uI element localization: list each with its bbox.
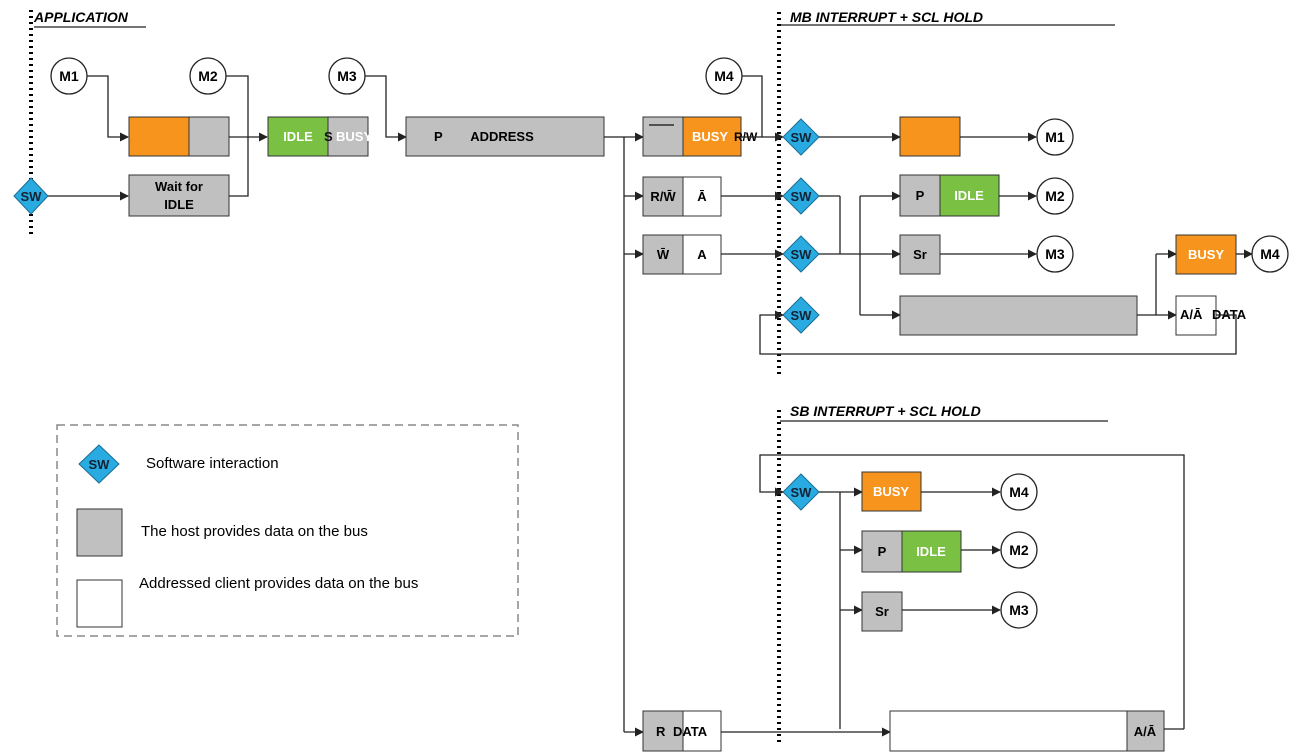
svg-text:M2: M2 <box>198 68 218 84</box>
box-rw-row2 <box>642 176 684 217</box>
sw-mb-1: SW <box>782 118 820 156</box>
svg-text:M2: M2 <box>1009 542 1029 558</box>
circle-m3-mb: M3 <box>1036 235 1074 273</box>
box-sr-mb <box>899 234 941 275</box>
svg-text:BUSY: BUSY <box>873 484 909 499</box>
svg-text:SW: SW <box>89 457 111 472</box>
box-w-row3 <box>642 234 684 275</box>
box-p-mb <box>899 174 941 217</box>
svg-text:SW: SW <box>791 485 813 500</box>
svg-text:A: A <box>697 247 707 262</box>
circle-m4-sb: M4 <box>1000 473 1038 511</box>
box-orange-app <box>128 116 190 157</box>
box-gray-app <box>188 116 230 157</box>
svg-text:M1: M1 <box>59 68 79 84</box>
box-r-read <box>642 710 684 752</box>
svg-text:SW: SW <box>791 308 813 323</box>
svg-text:M2: M2 <box>1045 188 1065 204</box>
svg-text:Sr: Sr <box>913 247 927 262</box>
box-a-row3 <box>682 234 722 275</box>
box-start-busy <box>327 116 369 157</box>
circle-m3-app: M3 <box>328 57 366 95</box>
svg-text:M3: M3 <box>337 68 357 84</box>
svg-text:M3: M3 <box>1045 246 1065 262</box>
svg-text:P: P <box>434 129 443 144</box>
sw-mb-4: SW <box>782 296 820 334</box>
legend-box <box>56 424 519 637</box>
box-idle-sb <box>901 530 962 573</box>
svg-text:S: S <box>324 129 333 144</box>
svg-text:DATA: DATA <box>673 724 708 739</box>
box-abar-row2 <box>682 176 722 217</box>
circle-m2-sb: M2 <box>1000 531 1038 569</box>
svg-text:R: R <box>656 724 666 739</box>
svg-text:M1: M1 <box>1045 129 1065 145</box>
svg-text:BUSY: BUSY <box>336 129 372 144</box>
svg-text:W̄: W̄ <box>657 247 670 262</box>
circle-m2-app: M2 <box>189 57 227 95</box>
svg-text:SW: SW <box>21 189 43 204</box>
svg-text:Sr: Sr <box>875 604 889 619</box>
circle-m1-app: M1 <box>50 57 88 95</box>
circle-m1-mb: M1 <box>1036 118 1074 156</box>
box-data-host-mb <box>899 295 1138 336</box>
section-mb-interrupt: MB INTERRUPT + SCL HOLD <box>790 9 983 25</box>
svg-text:BUSY: BUSY <box>1188 247 1224 262</box>
box-sr-sb <box>861 591 903 632</box>
svg-text:IDLE: IDLE <box>164 197 194 212</box>
svg-text:Ā: Ā <box>697 189 707 204</box>
svg-text:M4: M4 <box>1009 484 1029 500</box>
circle-m4-mb: M4 <box>1251 235 1289 273</box>
legend-client-label: Addressed client provides data on the bu… <box>139 575 418 592</box>
box-busy-mb <box>1175 234 1237 275</box>
svg-text:R/W̄: R/W̄ <box>650 189 676 204</box>
box-data-read <box>682 710 722 752</box>
svg-text:A/Ā: A/Ā <box>1134 724 1157 739</box>
svg-text:SW: SW <box>791 189 813 204</box>
circle-m3-sb: M3 <box>1000 591 1038 629</box>
svg-text:SW: SW <box>791 130 813 145</box>
legend-sw-icon: SW <box>78 444 120 484</box>
box-idle-start <box>267 116 329 157</box>
circle-m4-top: M4 <box>705 57 743 95</box>
svg-text:Wait for: Wait for <box>155 179 203 194</box>
svg-text:P: P <box>878 544 887 559</box>
svg-text:P: P <box>916 188 925 203</box>
sw-mb-2: SW <box>782 177 820 215</box>
svg-text:M4: M4 <box>1260 246 1280 262</box>
box-a-abar-sb <box>1126 710 1165 752</box>
sw-sb: SW <box>782 473 820 511</box>
section-sb-interrupt: SB INTERRUPT + SCL HOLD <box>790 403 981 419</box>
box-busy-rw <box>682 116 742 157</box>
box-orange-mb <box>899 116 961 157</box>
svg-text:IDLE: IDLE <box>916 544 946 559</box>
svg-text:A/Ā: A/Ā <box>1180 307 1203 322</box>
svg-text:BUSY: BUSY <box>692 129 728 144</box>
svg-text:M4: M4 <box>714 68 734 84</box>
svg-text:SW: SW <box>791 247 813 262</box>
sw-mb-3: SW <box>782 235 820 273</box>
box-client-data-sb <box>889 710 1128 752</box>
legend-sw-label: Software interaction <box>146 455 279 472</box>
box-gray-rw <box>642 116 684 157</box>
svg-text:IDLE: IDLE <box>954 188 984 203</box>
svg-text:M3: M3 <box>1009 602 1029 618</box>
legend-client-swatch <box>76 579 123 628</box>
box-p-sb <box>861 530 903 573</box>
svg-text:ADDRESS: ADDRESS <box>470 129 534 144</box>
sw-app: SW <box>13 177 49 215</box>
section-application: APPLICATION <box>33 9 129 25</box>
svg-text:IDLE: IDLE <box>283 129 313 144</box>
legend-host-label: The host provides data on the bus <box>141 523 368 540</box>
circle-m2-mb: M2 <box>1036 177 1074 215</box>
legend-host-swatch <box>76 508 123 557</box>
box-idle-mb <box>939 174 1000 217</box>
